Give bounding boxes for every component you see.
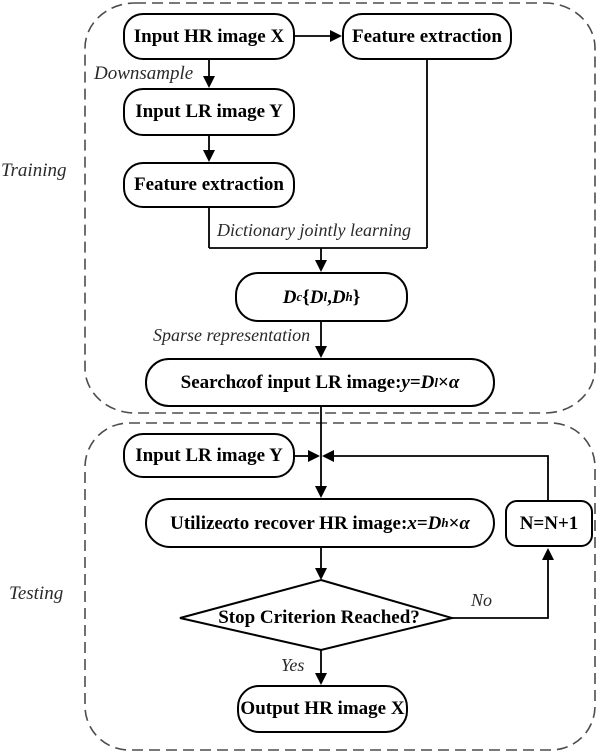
training-section-label: Training — [1, 160, 67, 181]
yes-branch-label: Yes — [281, 655, 305, 675]
no-branch-label: No — [471, 590, 493, 610]
testing-section-label: Testing — [9, 583, 64, 604]
sparse-representation-label: Sparse representation — [153, 325, 311, 345]
arrowhead-down-icon — [203, 76, 215, 88]
arrowhead-left-icon — [322, 450, 334, 462]
node-input-lr-image-training: Input LR image Y — [123, 88, 295, 136]
arrowhead-down-icon — [315, 568, 327, 580]
node-output-hr-image: Output HR image X — [237, 685, 408, 733]
arrowhead-down-icon — [315, 346, 327, 358]
arrowhead-up-icon — [542, 548, 554, 560]
decision-stop-criterion-label: Stop Criterion Reached? — [218, 607, 420, 628]
arrowhead-down-icon — [315, 673, 327, 685]
node-input-hr-image: Input HR image X — [123, 13, 295, 60]
training-section-border — [84, 2, 596, 414]
feedback-line-no — [452, 559, 549, 619]
arrowhead-down-icon — [203, 150, 215, 162]
dictionary-jointly-learning-label: Dictionary jointly learning — [217, 220, 411, 240]
downsample-label: Downsample — [94, 63, 194, 84]
node-input-lr-image-testing: Input LR image Y — [123, 433, 295, 478]
arrowhead-right-icon — [330, 30, 342, 42]
arrowhead-down-icon — [315, 486, 327, 498]
node-feature-extraction-top: Feature extraction — [342, 13, 512, 60]
arrowhead-down-icon — [315, 260, 327, 272]
node-counter-increment: N=N+1 — [505, 500, 593, 547]
feedback-line-top — [333, 455, 549, 500]
testing-section-border — [84, 422, 596, 751]
node-feature-extraction-left: Feature extraction — [123, 162, 295, 208]
decision-diamond — [179, 578, 456, 652]
arrowhead-right-icon — [308, 450, 320, 462]
